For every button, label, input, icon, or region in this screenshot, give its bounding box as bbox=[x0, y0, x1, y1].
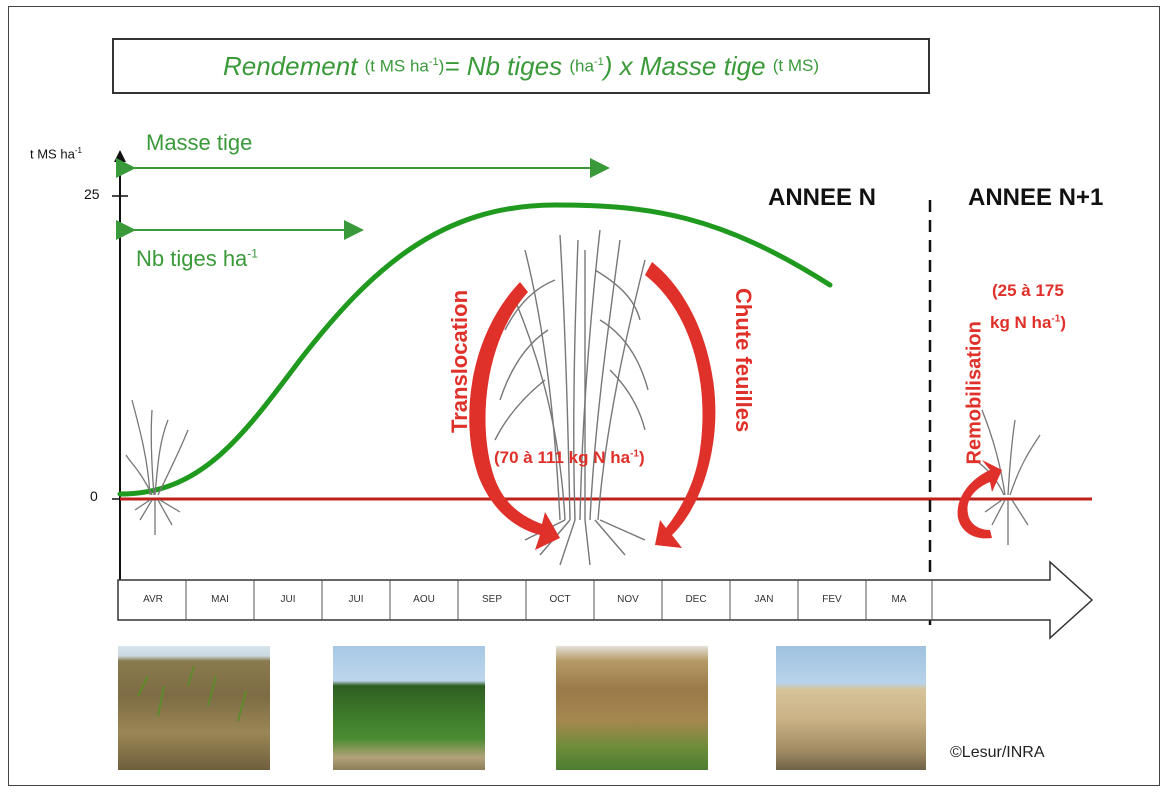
month-label: AVR bbox=[143, 594, 163, 605]
formula-unit-rendement: (t MS ha-1) bbox=[364, 55, 445, 76]
remobilisation-n-range-line1: (25 à 175 bbox=[992, 281, 1064, 300]
annee-n-label: ANNEE N bbox=[768, 184, 877, 211]
month-label: SEP bbox=[481, 594, 502, 605]
remobilisation-arrow bbox=[957, 460, 1002, 539]
y-tick-label-0: 0 bbox=[90, 488, 98, 504]
month-label: JUI bbox=[280, 594, 296, 605]
formula-masse-tige: ) x Masse tige bbox=[603, 50, 766, 81]
annee-n1-label: ANNEE N+1 bbox=[968, 184, 1104, 211]
month-label: MA bbox=[891, 594, 907, 605]
month-label: JAN bbox=[754, 594, 774, 605]
nb-tiges-label: Nb tiges ha-1 bbox=[136, 246, 258, 271]
translocation-label: Translocation bbox=[447, 289, 472, 433]
month-label: NOV bbox=[617, 594, 639, 605]
month-label: OCT bbox=[549, 594, 571, 605]
photo-field-spring bbox=[118, 646, 270, 770]
masse-tige-label: Masse tige bbox=[146, 130, 253, 155]
remobilisation-n-range-line2: kg N ha-1) bbox=[990, 313, 1066, 332]
month-label: MAI bbox=[211, 594, 229, 605]
y-axis-arrowhead bbox=[114, 150, 126, 162]
mature-plant-illustration bbox=[494, 229, 649, 566]
photo-credit: ©Lesur/INRA bbox=[950, 744, 1045, 761]
y-axis-unit: t MS ha-1 bbox=[30, 146, 82, 162]
month-label: FEV bbox=[822, 594, 842, 605]
chute-feuilles-arrow bbox=[645, 262, 716, 548]
formula-unit-ha: (ha-1 bbox=[569, 55, 604, 76]
young-plant-illustration bbox=[125, 399, 189, 535]
month-dividers bbox=[185, 580, 933, 620]
figure-frame bbox=[8, 6, 1160, 786]
photo-field-harvest bbox=[776, 646, 926, 770]
photo-field-summer bbox=[333, 646, 485, 770]
yield-formula: Rendement (t MS ha-1) = Nb tiges (ha-1) … bbox=[112, 38, 930, 94]
biomass-curve bbox=[117, 202, 833, 497]
chute-feuilles-label: Chute feuilles bbox=[731, 288, 756, 433]
formula-unit-tms: (t MS) bbox=[772, 56, 820, 75]
month-label: AOU bbox=[413, 594, 435, 605]
y-tick-label-25: 25 bbox=[84, 186, 100, 202]
timeline-arrow bbox=[117, 560, 1094, 640]
month-label: JUI bbox=[348, 594, 364, 605]
formula-rendement: Rendement bbox=[222, 50, 358, 81]
remobilisation-label: Remobilisation bbox=[963, 321, 986, 465]
translocation-n-range: (70 à 111 kg N ha-1) bbox=[494, 448, 645, 467]
photo-field-autumn bbox=[556, 646, 708, 770]
translocation-arrow bbox=[469, 282, 560, 550]
month-label: DEC bbox=[685, 594, 707, 605]
formula-nb-tiges: = Nb tiges bbox=[444, 50, 563, 81]
regrowth-plant-illustration bbox=[977, 409, 1041, 545]
